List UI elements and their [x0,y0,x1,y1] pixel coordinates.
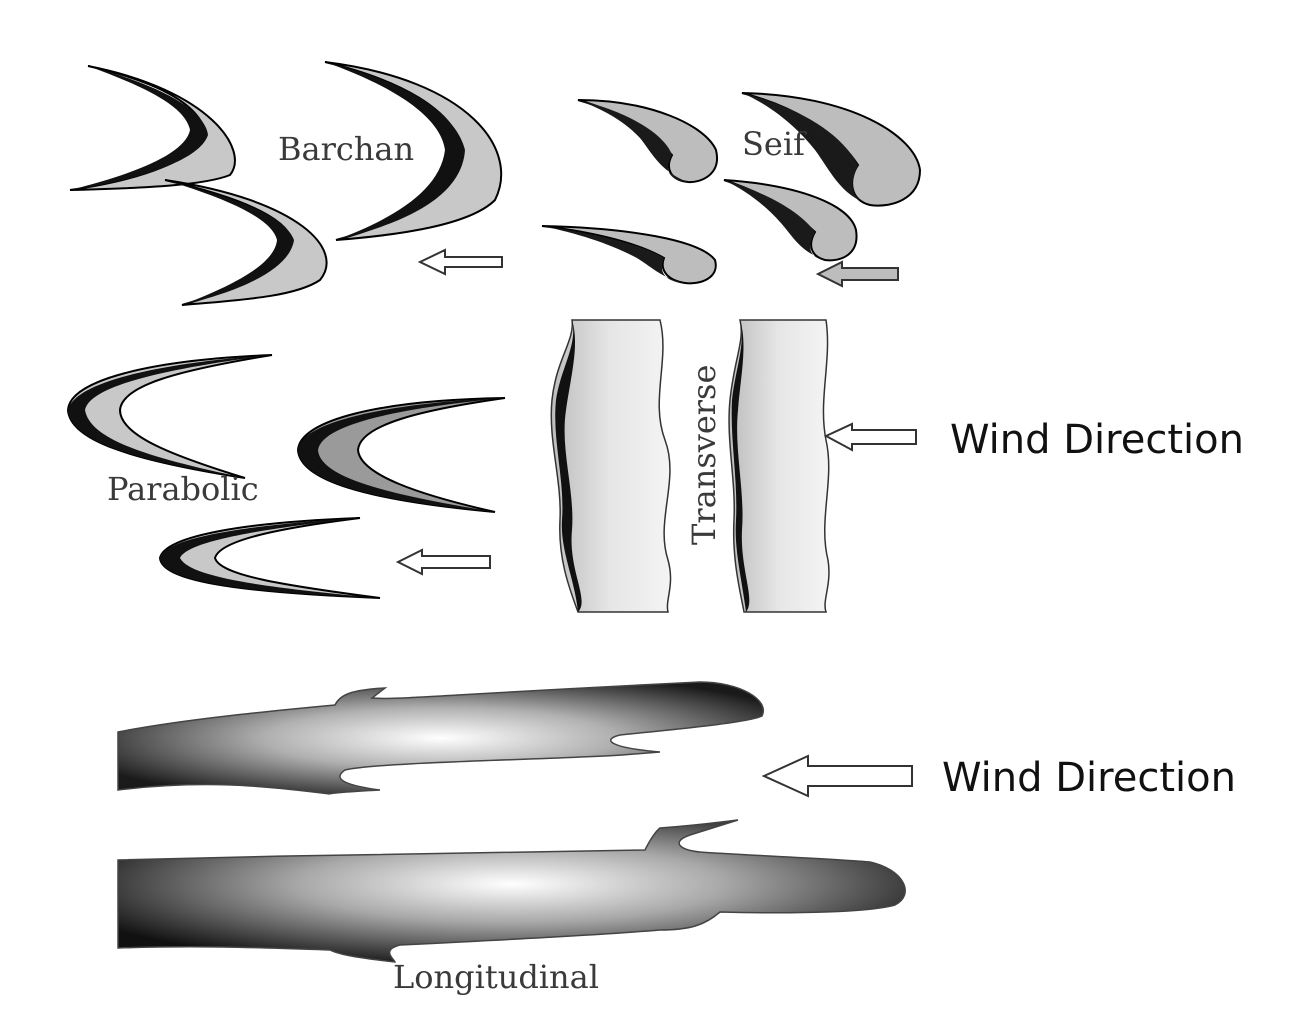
wind-direction-label-upper: Wind Direction [950,417,1244,463]
barchan-dune-3 [164,179,328,306]
seif-dune-3 [723,179,858,262]
left-arrow-icon [417,248,503,276]
barchan-label: Barchan [278,130,414,168]
left-arrow-icon [815,260,899,288]
left-arrow-icon [823,422,917,452]
seif-dune-4 [541,225,717,285]
seif-wind-arrow [815,260,899,288]
longitudinal-wind-arrow [761,754,913,798]
wind-direction-label-lower: Wind Direction [942,755,1236,801]
longitudinal-ridge-1 [117,681,765,795]
transverse-wind-arrow [823,422,917,452]
longitudinal-dunes: Longitudinal Wind Direction [117,681,1236,996]
longitudinal-label: Longitudinal [393,958,599,996]
transverse-label: Transverse [685,365,723,545]
longitudinal-ridge-2 [117,819,906,963]
seif-label: Seif [742,125,807,163]
parabolic-dune-3 [158,517,381,599]
transverse-ridge-1 [550,319,672,613]
parabolic-dunes: Parabolic [66,354,506,599]
parabolic-dune-1 [66,354,273,479]
left-arrow-icon [761,754,913,798]
seif-dune-2 [741,92,922,207]
left-arrow-icon [395,548,491,576]
parabolic-label: Parabolic [107,470,259,508]
barchan-dune-1 [69,65,236,191]
parabolic-wind-arrow [395,548,491,576]
barchan-dunes: Barchan [69,61,503,306]
barchan-wind-arrow [417,248,503,276]
seif-dune-1 [577,99,719,184]
barchan-dune-2 [324,61,503,241]
seif-dunes: Seif [541,92,922,288]
parabolic-dune-2 [296,397,506,513]
transverse-dunes: Transverse Wind Direction [550,319,1244,613]
transverse-ridge-2 [728,319,830,613]
